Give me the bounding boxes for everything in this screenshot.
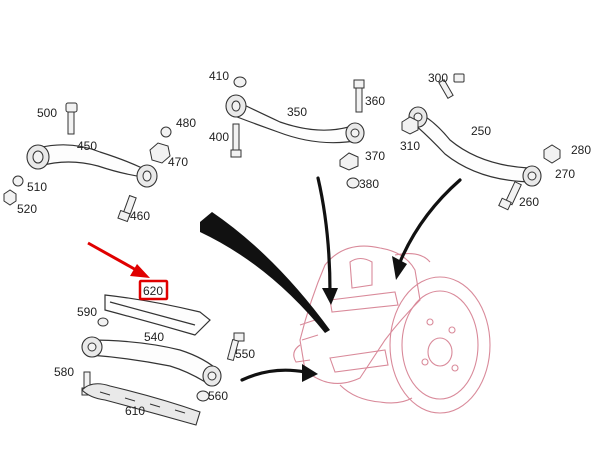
nut-310 <box>401 116 419 135</box>
label-280: 280 <box>571 143 591 157</box>
bolt-300 <box>438 73 465 99</box>
nut-280-270 <box>543 144 561 164</box>
control-arm-250 <box>408 106 542 187</box>
label-270: 270 <box>555 167 575 181</box>
washer-590 <box>97 317 109 327</box>
label-310: 310 <box>400 139 420 153</box>
shield-610 <box>81 383 201 426</box>
label-480: 480 <box>176 116 196 130</box>
washer-510-520 <box>3 175 24 206</box>
label-250: 250 <box>471 124 491 138</box>
pointer-wedge <box>200 212 330 333</box>
highlight-arrow <box>87 241 139 273</box>
label-550: 550 <box>235 347 255 361</box>
nut-560 <box>196 390 210 402</box>
label-590: 590 <box>77 305 97 319</box>
bolt-550 <box>226 332 245 362</box>
part-labels: 410 350 360 400 370 380 300 250 310 280 … <box>17 69 591 418</box>
bolt-460 <box>117 194 137 223</box>
bolt-260 <box>498 181 522 211</box>
label-470: 470 <box>168 155 188 169</box>
highlight-box-620 <box>138 279 169 301</box>
label-580: 580 <box>54 365 74 379</box>
control-arm-540 <box>81 336 222 387</box>
label-520: 520 <box>17 202 37 216</box>
label-300: 300 <box>428 71 448 85</box>
label-500: 500 <box>37 106 57 120</box>
label-540: 540 <box>144 330 164 344</box>
control-arm-350 <box>225 94 365 144</box>
label-410: 410 <box>209 69 229 83</box>
label-350: 350 <box>287 105 307 119</box>
nut-370-380 <box>339 152 360 189</box>
nut-480-470 <box>149 126 172 164</box>
washer-410 <box>233 76 247 88</box>
assembly-arrows <box>240 176 462 382</box>
bolt-500 <box>65 102 78 135</box>
label-380: 380 <box>359 177 379 191</box>
highlight-arrow-head <box>130 264 150 278</box>
cover-620 <box>104 294 211 336</box>
label-260: 260 <box>519 195 539 209</box>
label-360: 360 <box>365 94 385 108</box>
label-610: 610 <box>125 404 145 418</box>
label-510: 510 <box>27 180 47 194</box>
label-460: 460 <box>130 209 150 223</box>
label-560: 560 <box>208 389 228 403</box>
label-400: 400 <box>209 130 229 144</box>
label-370: 370 <box>365 149 385 163</box>
wheel-hub-assembly <box>293 245 491 414</box>
control-arm-450 <box>26 144 158 188</box>
bolt-360 <box>353 79 365 113</box>
label-620: 620 <box>143 284 163 298</box>
label-450: 450 <box>77 139 97 153</box>
bolt-400 <box>230 123 242 158</box>
